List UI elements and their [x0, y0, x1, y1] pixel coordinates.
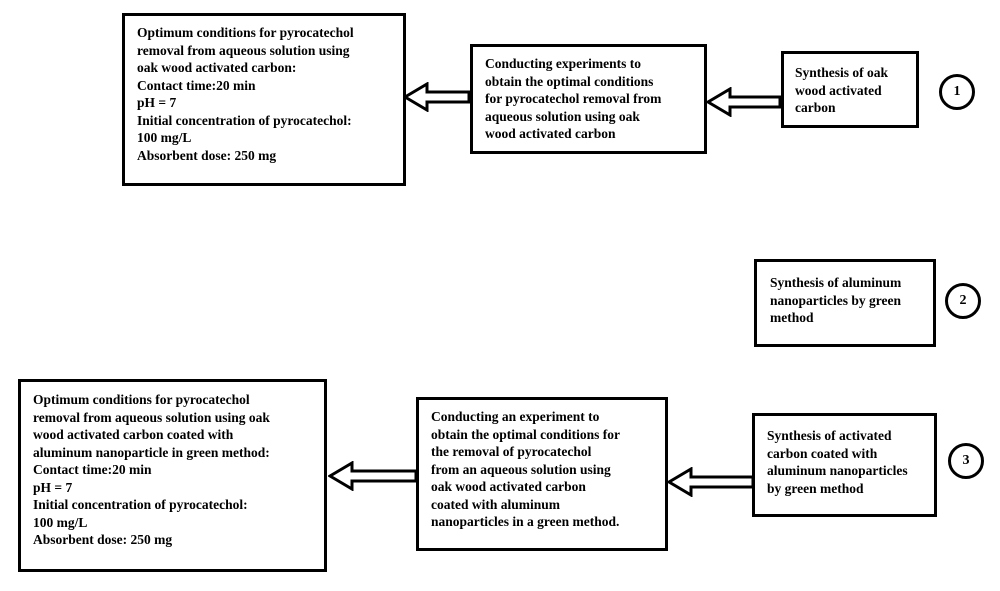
box-text-line: Absorbent dose: 250 mg	[137, 147, 277, 163]
box-text-line: method	[770, 310, 814, 325]
step-number-2: 2	[945, 283, 981, 319]
experiment-box-3: Conducting an experiment to obtain the o…	[416, 397, 668, 551]
step-number-3: 3	[948, 443, 984, 479]
box-text-line: obtain the optimal conditions for	[431, 426, 621, 442]
box-text-line: obtain the optimal conditions	[485, 73, 654, 89]
box-text-line: removal from aqueous solution using	[137, 42, 350, 58]
step-number-label: 2	[959, 293, 967, 308]
box-text-line: wood activated	[795, 82, 882, 98]
box-text-line: Initial concentration of pyrocatechol:	[137, 112, 352, 128]
box-text-line: Contact time:20 min	[137, 77, 256, 93]
box-text-line: nanoparticles by green	[770, 292, 901, 308]
box-text-line: Synthesis of oak	[795, 65, 889, 80]
synthesis-box-3: Synthesis of activated carbon coated wit…	[752, 413, 937, 517]
box-text-line: carbon coated with	[767, 445, 878, 461]
box-text-line: pH = 7	[137, 95, 177, 110]
box-text-line: nanoparticles in a green method.	[431, 514, 620, 529]
box-text-line: for pyrocatechol removal from	[485, 91, 662, 106]
box-text-line: Initial concentration of pyrocatechol:	[33, 497, 248, 512]
box-text-line: Synthesis of aluminum	[770, 275, 902, 290]
synthesis-box-2: Synthesis of aluminum nanoparticles by g…	[754, 259, 936, 347]
box-text-line: the removal of pyrocatechol	[431, 444, 592, 459]
box-text-line: from an aqueous solution using	[431, 461, 611, 477]
arrow-left-icon	[328, 461, 418, 491]
box-text-line: 100 mg/L	[137, 130, 192, 145]
arrow-left-icon	[706, 87, 782, 117]
box-text-line: wood activated carbon	[485, 126, 616, 141]
box-text-line: Optimum conditions for pyrocatechol	[33, 392, 250, 407]
box-text-line: oak wood activated carbon:	[137, 60, 297, 75]
box-text-line: removal from aqueous solution using oak	[33, 409, 270, 425]
box-text-line: carbon	[795, 100, 836, 115]
step-number-label: 3	[962, 453, 970, 468]
experiment-box-1: Conducting experiments to obtain the opt…	[470, 44, 707, 154]
box-text-line: aqueous solution using oak	[485, 108, 640, 124]
arrow-left-icon	[403, 82, 471, 112]
optimum-conditions-box-3: Optimum conditions for pyrocatechol remo…	[18, 379, 327, 572]
box-text-line: aluminum nanoparticle in green method:	[33, 444, 270, 460]
step-number-label: 1	[953, 84, 961, 99]
box-text-line: Optimum conditions for pyrocatechol	[137, 25, 354, 40]
box-text-line: Synthesis of activated	[767, 428, 892, 443]
box-text-line: wood activated carbon coated with	[33, 427, 234, 442]
optimum-conditions-box-1: Optimum conditions for pyrocatechol remo…	[122, 13, 406, 186]
box-text-line: by green method	[767, 480, 864, 496]
box-text-line: pH = 7	[33, 479, 73, 495]
box-text-line: 100 mg/L	[33, 514, 88, 530]
box-text-line: Conducting experiments to	[485, 56, 641, 71]
box-text-line: Conducting an experiment to	[431, 409, 600, 424]
synthesis-box-1: Synthesis of oak wood activated carbon	[781, 51, 919, 128]
box-text-line: coated with aluminum	[431, 496, 561, 512]
box-text-line: Absorbent dose: 250 mg	[33, 532, 173, 547]
box-text-line: aluminum nanoparticles	[767, 463, 908, 478]
arrow-left-icon	[667, 467, 755, 497]
box-text-line: oak wood activated carbon	[431, 479, 586, 494]
box-text-line: Contact time:20 min	[33, 462, 152, 477]
step-number-1: 1	[939, 74, 975, 110]
